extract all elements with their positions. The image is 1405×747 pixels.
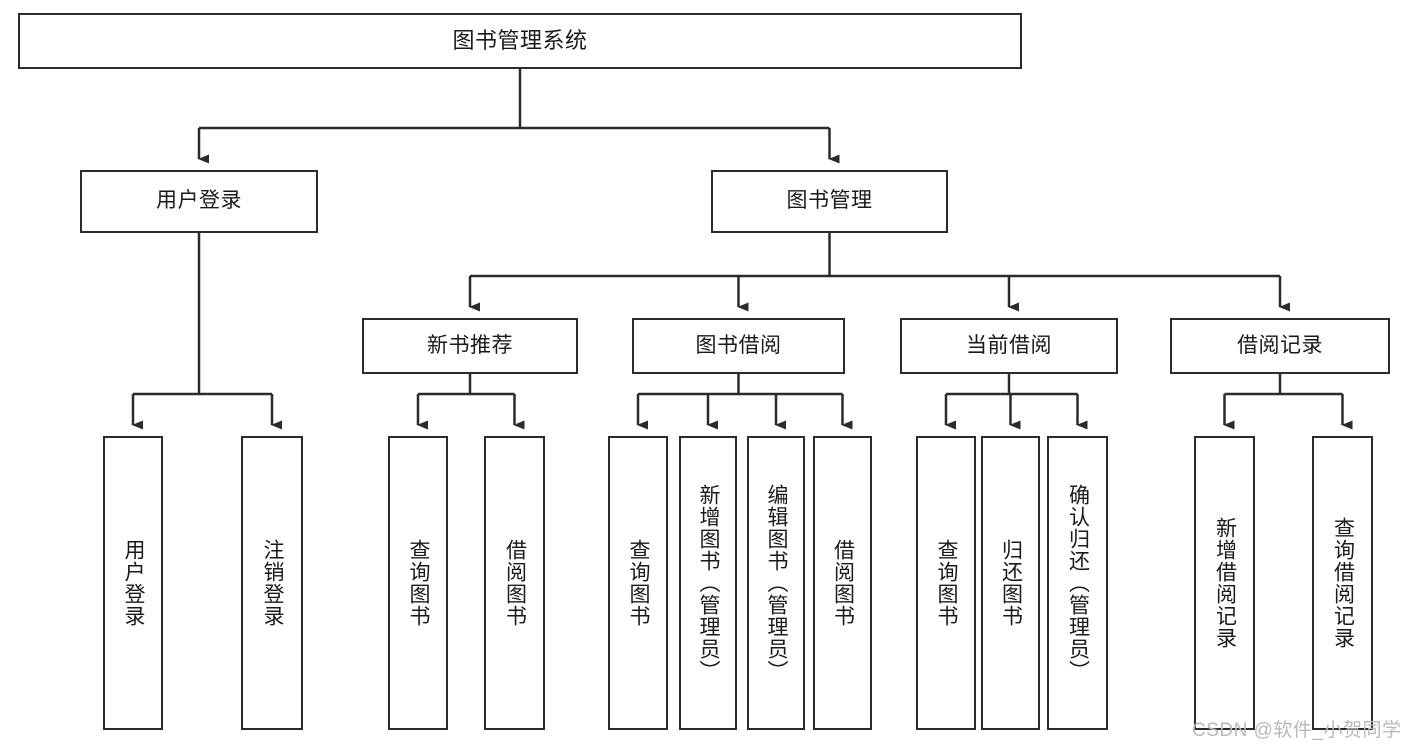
- node-records[interactable]: 借阅记录: [1170, 318, 1390, 374]
- node-leaf-rec-1[interactable]: 新增借阅记录: [1194, 436, 1255, 730]
- node-label: 新增图书（管理员）: [697, 484, 721, 682]
- node-label: 借阅记录: [1237, 333, 1323, 357]
- node-label: 归还图书: [999, 539, 1023, 627]
- node-leaf-bor-2[interactable]: 新增图书（管理员）: [679, 436, 737, 730]
- node-label: 用户登录: [156, 189, 242, 213]
- node-login[interactable]: 用户登录: [80, 170, 318, 233]
- node-label: 用户登录: [122, 539, 146, 627]
- node-label: 借阅图书: [831, 539, 855, 627]
- node-label: 新增借阅记录: [1213, 517, 1237, 649]
- node-label: 图书管理系统: [452, 28, 588, 54]
- node-label: 查询图书: [627, 539, 651, 627]
- node-leaf-login-2[interactable]: 注销登录: [241, 436, 303, 730]
- node-label: 当前借阅: [966, 333, 1052, 357]
- node-leaf-cur-2[interactable]: 归还图书: [981, 436, 1040, 730]
- node-leaf-rec-2[interactable]: 查询借阅记录: [1312, 436, 1373, 730]
- node-leaf-bor-4[interactable]: 借阅图书: [813, 436, 872, 730]
- node-current[interactable]: 当前借阅: [900, 318, 1118, 374]
- node-leaf-new-1[interactable]: 查询图书: [388, 436, 448, 730]
- node-label: 查询借阅记录: [1331, 517, 1355, 649]
- node-leaf-cur-3[interactable]: 确认归还（管理员）: [1047, 436, 1108, 730]
- node-leaf-new-2[interactable]: 借阅图书: [484, 436, 545, 730]
- node-leaf-bor-3[interactable]: 编辑图书（管理员）: [747, 436, 805, 730]
- node-label: 确认归还（管理员）: [1066, 484, 1090, 682]
- node-leaf-bor-1[interactable]: 查询图书: [608, 436, 668, 730]
- node-borrow[interactable]: 图书借阅: [632, 318, 845, 374]
- node-label: 注销登录: [261, 539, 285, 627]
- node-bookmgmt[interactable]: 图书管理: [711, 170, 948, 233]
- node-label: 图书管理: [786, 189, 873, 213]
- node-root[interactable]: 图书管理系统: [18, 13, 1022, 69]
- node-label: 查询图书: [407, 539, 431, 627]
- watermark-label: CSDN @软件_小贺同学: [1192, 720, 1402, 741]
- node-label: 图书借阅: [695, 333, 782, 357]
- node-leaf-cur-1[interactable]: 查询图书: [916, 436, 976, 730]
- node-label: 新书推荐: [427, 333, 513, 357]
- node-label: 查询图书: [935, 539, 959, 627]
- node-label: 借阅图书: [503, 539, 527, 627]
- node-leaf-login-1[interactable]: 用户登录: [103, 436, 163, 730]
- node-label: 编辑图书（管理员）: [765, 484, 789, 682]
- node-newbook[interactable]: 新书推荐: [362, 318, 578, 374]
